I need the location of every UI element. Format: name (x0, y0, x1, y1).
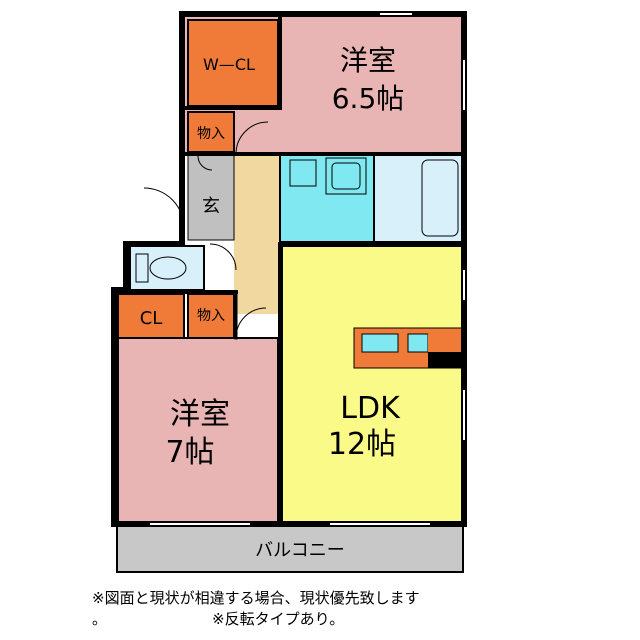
ldk-room (281, 245, 465, 523)
washing-machine-inner (331, 162, 361, 190)
storage-mid (187, 293, 235, 339)
hallway (234, 154, 280, 314)
door-swings (143, 121, 269, 339)
storage-top (187, 111, 235, 153)
entrance-label: 玄 (202, 196, 220, 217)
windows (150, 13, 465, 525)
note-line-2: 。 (92, 610, 108, 628)
western-bottom-name: 洋室 (170, 397, 230, 432)
western-room-bottom (117, 337, 279, 523)
note-line-1: ※図面と現状が相違する場合、現状優先致します (92, 589, 420, 607)
bathtub (421, 159, 459, 237)
kitchen-stove (407, 333, 429, 353)
western-top-size: 6.5帖 (332, 82, 405, 115)
storage-top-label: 物入 (197, 126, 225, 142)
fridge-space (428, 352, 462, 368)
toilet-bowl (149, 256, 187, 280)
ldk-name: LDK (340, 391, 401, 426)
balcony-label: バルコニー (255, 540, 345, 561)
walk-in-closet (187, 19, 279, 107)
walls (111, 11, 467, 527)
counter-top-stripe (428, 332, 462, 352)
note-line-3: ※反転タイプあり。 (212, 610, 345, 628)
kitchen-sink (361, 333, 399, 353)
washbasin (289, 159, 317, 187)
entrance (187, 153, 235, 241)
balcony (116, 523, 464, 573)
western-top-name: 洋室 (340, 44, 396, 77)
toilet-tank (135, 253, 149, 283)
wcl-label: W—CL (203, 55, 255, 74)
western-bottom-size: 7帖 (165, 435, 214, 470)
ldk-size: 12帖 (328, 427, 396, 462)
closet-label: CL (140, 308, 163, 329)
closet (117, 293, 185, 339)
storage-mid-label: 物入 (197, 308, 225, 324)
